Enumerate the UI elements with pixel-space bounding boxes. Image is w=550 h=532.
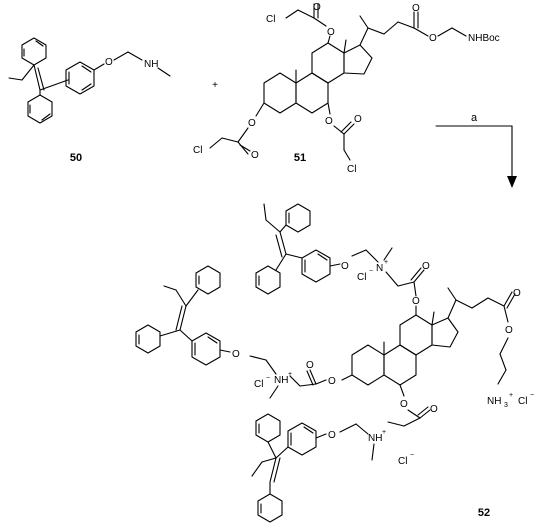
phenyl-ring <box>287 422 317 456</box>
phenyl-ring <box>285 203 311 233</box>
oxygen-label: O <box>412 296 420 307</box>
phenyl-ring <box>301 249 331 283</box>
oxygen-label: O <box>422 261 430 272</box>
oxygen-label: O <box>251 150 259 161</box>
oxygen-label: O <box>429 33 437 44</box>
chlorine-label: Cl <box>266 14 275 25</box>
nh-plus-label: NH <box>274 375 288 386</box>
chloride-label: Cl <box>518 396 527 407</box>
minus-charge: − <box>266 375 270 382</box>
chloride-label: Cl <box>398 456 407 467</box>
oxygen-label: O <box>313 2 321 13</box>
chloride-label: Cl <box>357 272 366 283</box>
n-label: N <box>376 263 383 274</box>
steroid-ring-d <box>343 44 373 75</box>
compound-52-label: 52 <box>478 507 490 519</box>
compound-52-structure: O O NH 3 + Cl − O O N + Cl − O <box>135 203 534 523</box>
compound-50-label: 50 <box>70 152 82 164</box>
phenyl-ring <box>257 493 283 523</box>
compound-51-structure: O O NHBoc O O Cl O O Cl O O Cl <box>193 2 500 175</box>
phenyl-ring <box>65 61 95 95</box>
steroid-ring-a <box>263 72 297 114</box>
subscript-3: 3 <box>504 402 508 409</box>
compound-51-label: 51 <box>294 152 306 164</box>
phenyl-ring <box>27 94 53 124</box>
oxygen-label: O <box>505 325 513 336</box>
plus-charge: + <box>509 392 513 399</box>
phenyl-ring <box>21 37 47 66</box>
plus-charge: + <box>382 429 386 436</box>
compound-50-structure: O NH <box>8 37 171 124</box>
nh-label: NH <box>144 59 158 70</box>
plus-sign: + <box>212 80 218 91</box>
steroid-ring-b <box>295 72 329 114</box>
phenyl-ring <box>255 413 281 443</box>
oxygen-label: O <box>325 116 333 127</box>
steroid-ring-c <box>311 42 345 84</box>
oxygen-label: O <box>306 360 314 371</box>
phenyl-ring <box>135 324 161 354</box>
nh3-label: NH <box>487 396 501 407</box>
nhboc-label: NHBoc <box>468 33 500 44</box>
oxygen-label: O <box>412 3 420 14</box>
oxygen-label: O <box>430 404 438 415</box>
oxygen-label: O <box>232 349 240 360</box>
minus-charge: − <box>369 268 373 275</box>
oxygen-label: O <box>513 288 521 299</box>
reaction-arrow <box>435 125 517 188</box>
steroid-ring-c <box>399 314 433 356</box>
steroid-ring-a <box>351 344 385 386</box>
nh-plus-label: NH <box>368 433 382 444</box>
oxygen-label: O <box>400 399 408 410</box>
phenyl-ring <box>255 265 281 295</box>
plus-charge: + <box>288 371 292 378</box>
chlorine-label: Cl <box>347 164 356 175</box>
oxygen-label: O <box>105 57 113 68</box>
oxygen-label: O <box>328 376 336 387</box>
phenyl-ring <box>195 265 221 295</box>
chlorine-label: Cl <box>193 145 202 156</box>
steroid-ring-b <box>383 344 417 386</box>
phenyl-ring <box>191 332 221 366</box>
oxygen-label: O <box>248 118 256 129</box>
oxygen-label: O <box>328 430 336 441</box>
plus-charge: + <box>384 259 388 266</box>
oxygen-label: O <box>354 114 362 125</box>
reaction-condition: a <box>471 112 478 124</box>
chloride-label: Cl <box>254 379 263 390</box>
minus-charge: − <box>410 452 414 459</box>
steroid-ring-d <box>431 317 459 348</box>
oxygen-label: O <box>327 27 335 38</box>
oxygen-label: O <box>341 261 349 272</box>
minus-charge: − <box>530 392 534 399</box>
